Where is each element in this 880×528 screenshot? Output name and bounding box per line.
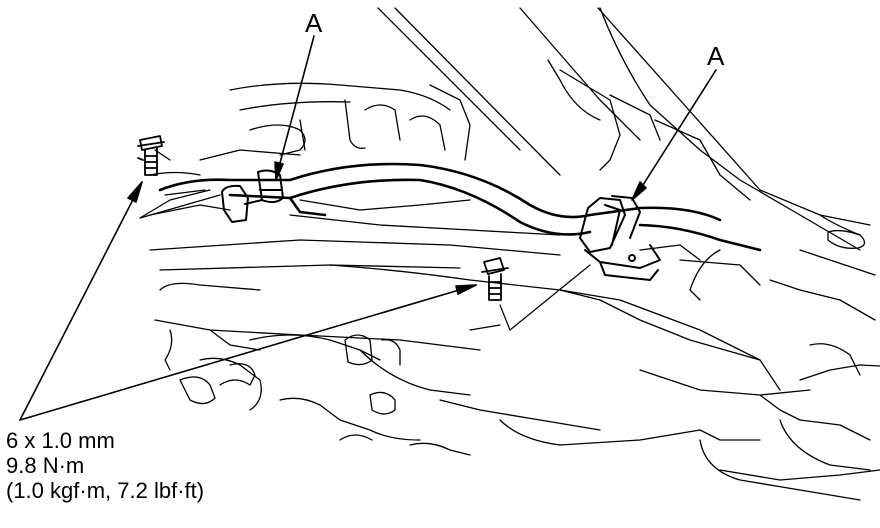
callout-label-a-right: A	[707, 41, 725, 71]
wire-harness	[160, 164, 760, 250]
bolt-center	[482, 258, 508, 300]
bolt-size-text: 6 x 1.0 mm	[6, 428, 115, 453]
torque-spec: 6 x 1.0 mm 9.8 N·m (1.0 kgf·m, 7.2 lbf·f…	[6, 428, 204, 503]
torque-nm-text: 9.8 N·m	[6, 453, 85, 478]
bolt-left	[138, 136, 164, 175]
torque-alt-text: (1.0 kgf·m, 7.2 lbf·ft)	[6, 478, 205, 503]
callout-label-a-left: A	[305, 8, 323, 38]
harness-clamp-right	[580, 196, 660, 280]
callout-leader-lines	[275, 36, 716, 200]
engine-structure-outline	[140, 8, 880, 500]
hidden-relation-lines	[140, 190, 590, 330]
bolt-leader-lines	[20, 182, 476, 420]
harness-clamp-left	[222, 171, 283, 222]
